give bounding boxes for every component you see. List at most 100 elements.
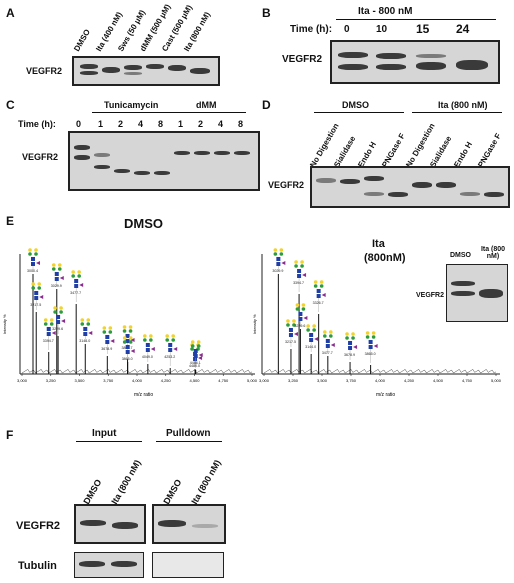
fucose-triangle-icon — [150, 347, 155, 351]
glcnac-square-icon — [348, 346, 353, 350]
panel-d-blot — [310, 166, 510, 208]
galactose-circle-icon — [171, 334, 176, 338]
glcnac-square-icon — [368, 345, 373, 349]
mannose-circle-icon — [306, 328, 310, 332]
panel-d-group2-line — [412, 112, 502, 113]
mannose-circle-icon — [28, 252, 32, 256]
fucose-triangle-icon — [330, 343, 335, 347]
fucose-triangle-icon — [35, 261, 40, 265]
glcnac-square-icon — [276, 257, 281, 261]
mannose-circle-icon — [57, 267, 62, 271]
mannose-circle-icon — [279, 252, 284, 256]
mannose-circle-icon — [122, 340, 127, 344]
mannose-circle-icon — [31, 286, 36, 290]
galactose-circle-icon — [351, 332, 355, 336]
peak-mass-label: 3678.9 — [101, 347, 112, 351]
panel-c-time: 4 — [138, 119, 144, 129]
galactose-circle-icon — [323, 330, 327, 334]
galactose-circle-icon — [165, 334, 170, 338]
glcnac-square-icon — [105, 335, 110, 339]
panel-a-letter: A — [6, 6, 15, 20]
glcnac-square-icon — [297, 269, 302, 273]
galactose-circle-icon — [122, 325, 127, 329]
panel-b-row-label: VEGFR2 — [282, 54, 323, 65]
panel-f-group1-line — [76, 441, 142, 442]
peak-mass-label: 3394.7 — [293, 281, 304, 285]
panel-f-input-vegfr2-blot — [74, 504, 146, 544]
mannose-circle-icon — [108, 330, 113, 334]
panel-c-time: 1 — [178, 119, 184, 129]
glcnac-square-icon — [54, 277, 59, 281]
galactose-circle-icon — [365, 331, 370, 335]
x-tick-label: 3,250 — [46, 378, 57, 383]
mannose-circle-icon — [49, 322, 54, 326]
panel-b-header-line — [336, 19, 496, 20]
x-tick-label: 4,750 — [218, 378, 229, 383]
peak-mass-label: 3217.5 — [285, 340, 296, 344]
galactose-circle-icon — [108, 326, 113, 330]
glcnac-square-icon — [30, 262, 35, 266]
glcnac-square-icon — [83, 332, 88, 336]
panel-d-group2: Ita (800 nM) — [438, 100, 488, 110]
panel-e-inset-row-label: VEGFR2 — [416, 292, 445, 299]
peak-mass-label: 3326.7 — [313, 301, 324, 305]
mannose-circle-icon — [37, 286, 42, 290]
panel-b-time-label: Time (h): — [290, 24, 333, 35]
glcnac-square-icon — [276, 262, 281, 266]
panel-d-lane-label: Endo H — [452, 140, 474, 169]
panel-b-header: Ita - 800 nM — [358, 6, 413, 17]
peak-mass-label: 4486.1 — [190, 361, 201, 365]
fucose-triangle-icon — [198, 353, 203, 357]
x-tick-label: 3,500 — [75, 378, 86, 383]
panel-d-lane-label: Sialidase — [332, 134, 358, 169]
galactose-circle-icon — [37, 282, 42, 286]
mannose-circle-icon — [51, 267, 56, 271]
mannose-circle-icon — [71, 274, 75, 278]
fucose-triangle-icon — [353, 345, 358, 349]
fucose-triangle-icon — [303, 316, 308, 320]
fucose-triangle-icon — [302, 273, 307, 277]
panel-f-letter: F — [6, 428, 14, 442]
panel-f-pulldown-vegfr2-blot — [152, 504, 226, 544]
x-tick-label: 4,000 — [375, 378, 386, 383]
fucose-triangle-icon — [198, 356, 203, 360]
panel-e-right-title-1: Ita — [372, 238, 385, 250]
mannose-circle-icon — [128, 329, 133, 333]
mannose-circle-icon — [300, 264, 304, 268]
panel-c-group1: Tunicamycin — [104, 100, 159, 110]
panel-e-spectra: 3000.43217.53394.73029.93229.63477.73144… — [2, 248, 502, 398]
glcnac-square-icon — [125, 345, 130, 349]
peak-mass-label: 3477.7 — [322, 351, 333, 355]
right-x-label: m/z ratio — [376, 392, 395, 398]
fucose-triangle-icon — [51, 331, 56, 335]
mannose-circle-icon — [196, 344, 201, 348]
glcnac-square-icon — [46, 327, 51, 331]
panel-c-time: 1 — [98, 119, 104, 129]
glcnac-square-icon — [46, 332, 51, 336]
galactose-circle-icon — [149, 334, 153, 338]
mannose-circle-icon — [301, 307, 306, 311]
mannose-circle-icon — [345, 336, 349, 340]
panel-c-row-label: VEGFR2 — [22, 152, 59, 162]
panel-a-blot — [72, 56, 220, 86]
galactose-circle-icon — [319, 280, 324, 284]
galactose-circle-icon — [34, 248, 38, 252]
panel-f-row2-label: Tubulin — [18, 560, 57, 572]
mannose-circle-icon — [128, 340, 133, 344]
x-tick-label: 4,500 — [433, 378, 444, 383]
mannose-circle-icon — [165, 338, 170, 342]
galactose-circle-icon — [53, 306, 57, 310]
left-x-label: m/z ratio — [134, 392, 153, 398]
glcnac-square-icon — [56, 320, 61, 324]
x-tick-label: 4,000 — [132, 378, 143, 383]
glcnac-square-icon — [288, 328, 293, 332]
glcnac-square-icon — [316, 294, 321, 298]
glcnac-square-icon — [298, 312, 303, 316]
x-tick-label: 3,750 — [346, 378, 357, 383]
galactose-circle-icon — [143, 334, 147, 338]
panel-b-blot — [330, 40, 500, 84]
x-tick-label: 4,500 — [190, 378, 201, 383]
glcnac-square-icon — [125, 350, 130, 354]
fucose-triangle-icon — [314, 337, 319, 341]
panel-a-row-label: VEGFR2 — [26, 66, 63, 76]
